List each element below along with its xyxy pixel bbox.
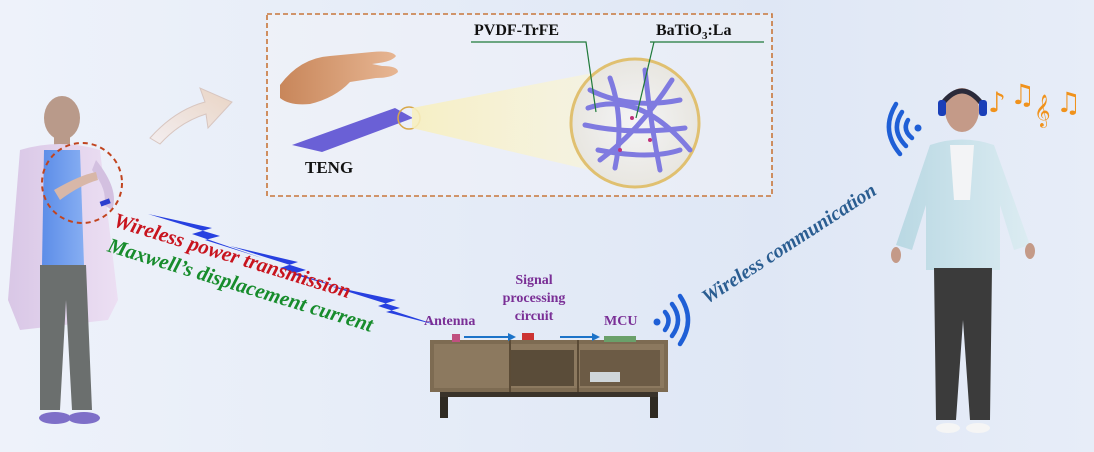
teng-device bbox=[292, 108, 413, 152]
wifi-icon bbox=[886, 101, 922, 157]
svg-text:𝄞: 𝄞 bbox=[1034, 94, 1051, 128]
scientist-figure bbox=[8, 96, 123, 424]
pvdf-trfe-label: PVDF-TrFE bbox=[474, 22, 560, 39]
mcu-label: MCU bbox=[604, 314, 638, 329]
svg-text:♫: ♫ bbox=[1056, 86, 1081, 119]
hand-illustration bbox=[280, 51, 398, 105]
antenna-label: Antenna bbox=[424, 314, 476, 329]
svg-text:♫: ♫ bbox=[1010, 78, 1035, 111]
nanofiber-network bbox=[582, 67, 693, 173]
listener-figure bbox=[891, 88, 1035, 433]
svg-text:♪: ♪ bbox=[988, 86, 1006, 119]
lightning-icon bbox=[148, 214, 440, 326]
circuit-arrows bbox=[464, 333, 600, 341]
arrow-icon bbox=[149, 87, 233, 145]
tv-stand bbox=[430, 333, 668, 418]
batio3-la-label: BaTiO3:La bbox=[656, 22, 732, 43]
teng-label: TENG bbox=[305, 158, 354, 177]
signal-circuit-label: Signal processing circuit bbox=[502, 273, 566, 324]
wifi-icon bbox=[653, 293, 691, 347]
music-note-icon: ♪ ♫ 𝄞 ♫ bbox=[988, 78, 1081, 128]
